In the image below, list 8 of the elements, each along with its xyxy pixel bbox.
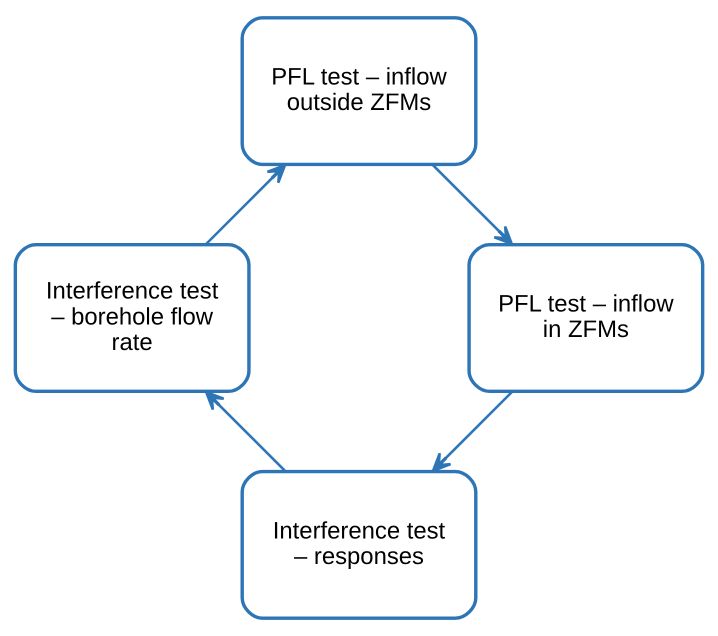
arrow <box>432 390 514 472</box>
node-box: Interference test – borehole flow rate <box>14 242 251 394</box>
node-box: PFL test – inflow outside ZFMs <box>240 16 478 166</box>
node-box: PFL test – inflow in ZFMs <box>467 242 704 394</box>
arrow <box>432 164 514 246</box>
arrow <box>204 390 286 472</box>
arrow <box>204 164 286 246</box>
node-box: Interference test – responses <box>240 470 478 620</box>
